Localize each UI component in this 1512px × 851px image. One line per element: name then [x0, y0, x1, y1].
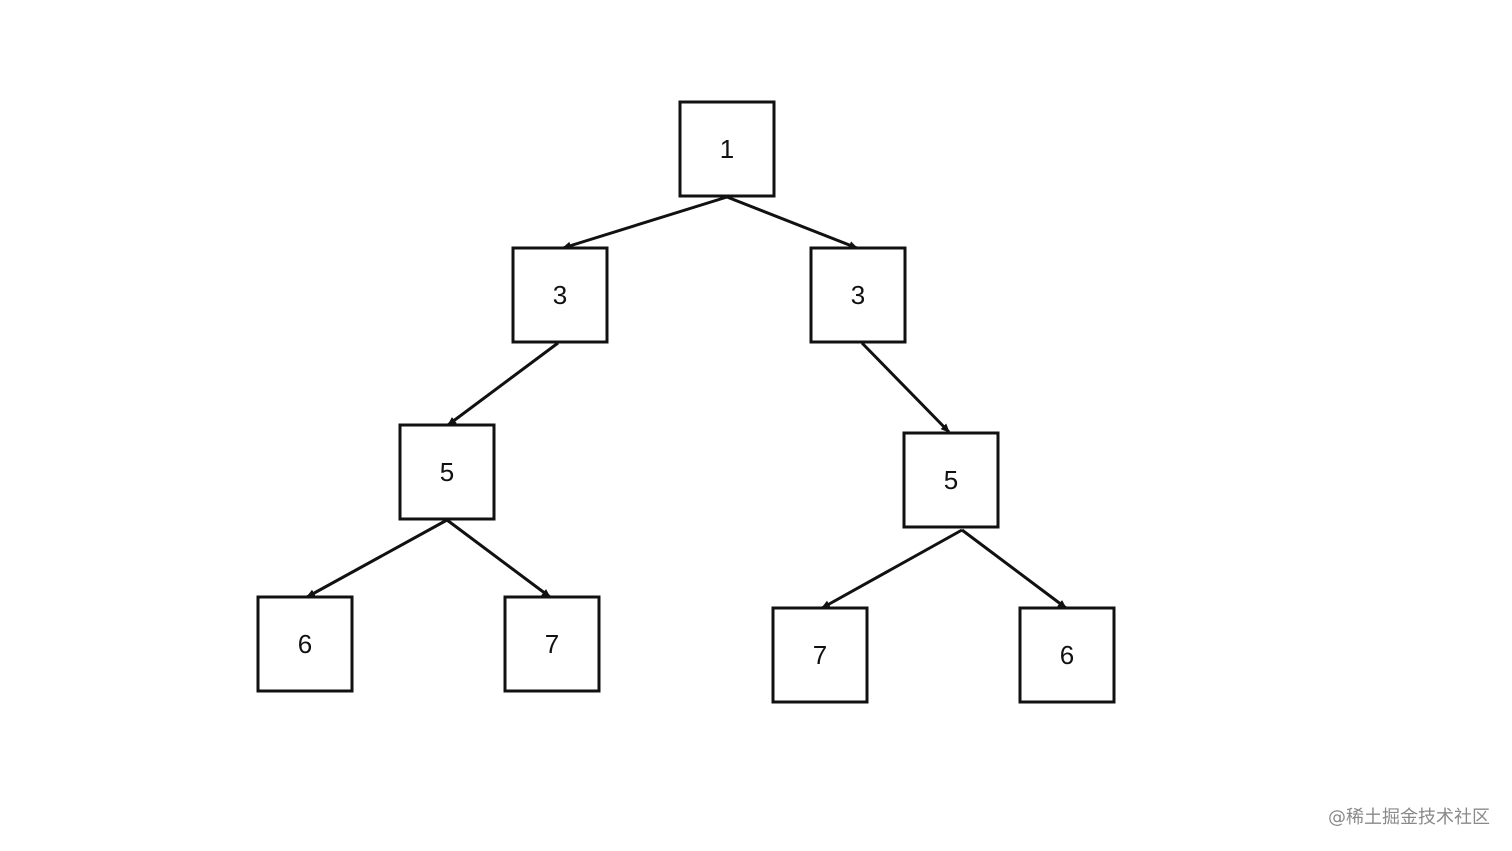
node-box — [678, 100, 776, 198]
tree-node-root: 1 — [678, 100, 776, 198]
edge-arrow-l2-l3a — [306, 518, 448, 599]
edge-arrow-root-l1 — [562, 195, 728, 250]
edge-arrow-r2-r3a — [821, 528, 963, 610]
tree-node-r2: 5 — [902, 431, 1000, 529]
node-box — [503, 595, 601, 693]
tree-node-l2: 5 — [398, 423, 496, 521]
watermark-text: @稀土掘金技术社区 — [1328, 807, 1490, 828]
tree-node-r3b: 6 — [1018, 606, 1116, 704]
nodes-layer: 1 3 3 5 5 6 7 7 6 — [256, 100, 1116, 704]
tree-node-l3a: 6 — [256, 595, 354, 693]
tree-node-l1: 3 — [511, 246, 609, 344]
node-label: 5 — [944, 465, 958, 495]
edge-arrow-l1-l2 — [447, 341, 559, 427]
node-label: 6 — [298, 629, 312, 659]
node-box — [256, 595, 354, 693]
tree-node-l3b: 7 — [503, 595, 601, 693]
node-box — [398, 423, 496, 521]
edges-layer — [306, 195, 1067, 610]
node-label: 3 — [553, 280, 567, 310]
node-label: 6 — [1060, 640, 1074, 670]
node-label: 5 — [440, 457, 454, 487]
node-box — [1018, 606, 1116, 704]
node-box — [809, 246, 907, 344]
node-box — [511, 246, 609, 344]
edge-arrow-l2-l3b — [446, 518, 551, 599]
edge-arrow-root-r1 — [726, 195, 858, 250]
edge-arrow-r2-r3b — [961, 528, 1067, 610]
edge-arrow-r1-r2 — [860, 341, 951, 434]
node-label: 3 — [851, 280, 865, 310]
node-label: 7 — [545, 629, 559, 659]
node-box — [902, 431, 1000, 529]
tree-node-r1: 3 — [809, 246, 907, 344]
node-label: 7 — [813, 640, 827, 670]
tree-node-r3a: 7 — [771, 606, 869, 704]
node-box — [771, 606, 869, 704]
node-label: 1 — [720, 134, 734, 164]
